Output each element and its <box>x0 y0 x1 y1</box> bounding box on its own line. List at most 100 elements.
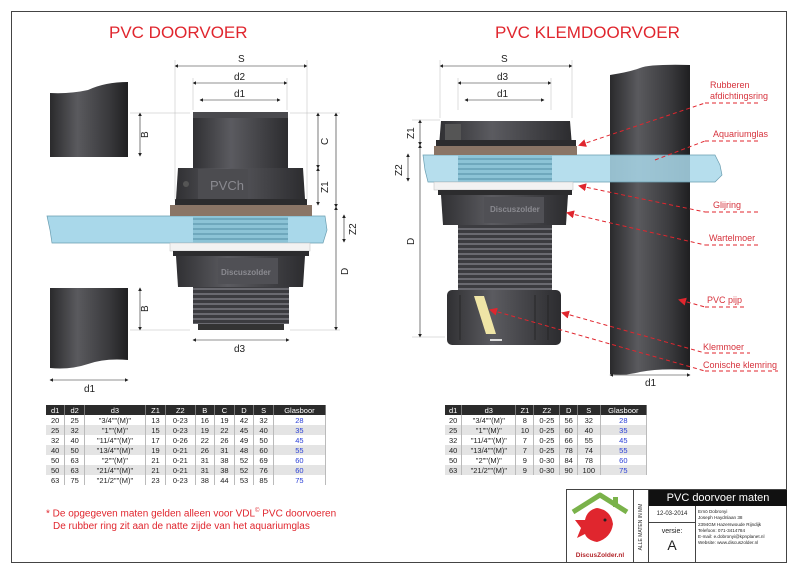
dim-d1-right: d1 <box>497 89 509 100</box>
table-cell: 60 <box>253 445 274 455</box>
table-cell: 19 <box>214 415 235 425</box>
fitting-text-left: Discuszolder <box>221 268 271 277</box>
col-header: d3 <box>84 405 146 415</box>
table-cell: 50 <box>64 445 85 455</box>
glasboor-cell: 55 <box>600 445 648 455</box>
dim-d: D <box>340 268 351 275</box>
callout-aquariumglas: Aquariumglas <box>713 129 769 139</box>
drawing-frame <box>11 11 787 563</box>
glasboor-cell: 75 <box>600 465 648 475</box>
table-cell: 75 <box>64 475 85 485</box>
title-block: DiscusZolder.nl ALLE MATEN IN MM PVC doo… <box>566 489 787 563</box>
table-cell: 85 <box>253 475 274 485</box>
table-cell: 7 <box>515 445 535 455</box>
address-line: Ernö Dobronyi <box>698 509 728 514</box>
col-header: D <box>234 405 255 415</box>
logo-text: DiscusZolder.nl <box>575 552 625 559</box>
table-cell: "2""(M)" <box>84 455 146 465</box>
col-header: C <box>214 405 235 415</box>
table-cell: "13/4""(M)" <box>461 445 517 455</box>
version-label: versie: <box>661 528 683 535</box>
table-cell: 0-23 <box>165 415 196 425</box>
dim-d1-pipe-right: d1 <box>645 378 657 389</box>
table-cell: 0-21 <box>165 445 196 455</box>
table-cell: "3/4""(M)" <box>461 415 517 425</box>
table-cell: 69 <box>253 455 274 465</box>
table-cell: "13/4""(M)" <box>84 445 146 455</box>
table-cell: "3/4""(M)" <box>84 415 146 425</box>
table-cell: "1""(M)" <box>461 425 517 435</box>
table-cell: 49 <box>234 435 255 445</box>
table-cell: 32 <box>64 425 85 435</box>
table-cell: 78 <box>577 455 601 465</box>
table-cell: 38 <box>195 475 216 485</box>
table-cell: 0-30 <box>533 465 561 475</box>
table-cell: 90 <box>559 465 578 475</box>
right-klemdoorvoer-drawing: Discuszolder S <box>394 54 778 389</box>
table-cell: "21/2""(M)" <box>84 475 146 485</box>
table-cell: 25 <box>64 415 85 425</box>
table-cell: 31 <box>195 465 216 475</box>
table-cell: 56 <box>559 415 578 425</box>
technical-drawing: PVCh Discuszolder <box>46 54 778 395</box>
dim-z1: Z1 <box>320 181 331 193</box>
glasboor-cell: 55 <box>273 445 327 455</box>
col-header: d2 <box>64 405 85 415</box>
table-cell: 31 <box>214 445 235 455</box>
table-cell: 0-30 <box>533 455 561 465</box>
table-header-row: d1 d2 d3 Z1 Z2 B C D S Glasboor <box>46 405 327 415</box>
table-cell: 7 <box>515 435 535 445</box>
table-cell: 40 <box>445 445 463 455</box>
table-cell: 40 <box>577 425 601 435</box>
callout-klemmoer: Klemmoer <box>703 342 744 352</box>
glasboor-cell: 28 <box>273 415 327 425</box>
dim-b-bottom: B <box>140 305 151 312</box>
table-cell: 53 <box>234 475 255 485</box>
address-line: E-mail: e.dobronyi@kpnplanet.nl <box>698 534 765 540</box>
dim-z1-right: Z1 <box>406 127 417 139</box>
fitting-text-right: Discuszolder <box>490 205 540 214</box>
logo: DiscusZolder.nl <box>567 490 634 563</box>
table-cell: 32 <box>46 435 66 445</box>
pipe-vertical <box>610 64 690 375</box>
table-cell: 25 <box>445 425 463 435</box>
table-cell: 50 <box>46 465 66 475</box>
col-header: d1 <box>46 405 66 415</box>
glasboor-cell: 60 <box>600 455 648 465</box>
table-cell: 32 <box>253 415 274 425</box>
sheet-title: PVC doorvoer maten <box>649 490 787 506</box>
table-cell: 0-23 <box>165 425 196 435</box>
table-cell: 100 <box>577 465 601 475</box>
table-cell: 22 <box>214 425 235 435</box>
table-cell: 0-25 <box>533 445 561 455</box>
table-cell: 0-21 <box>165 455 196 465</box>
col-header: D <box>559 405 578 415</box>
table-cell: "1""(M)" <box>84 425 146 435</box>
dim-d1: d1 <box>234 89 246 100</box>
glasboor-cell: 35 <box>273 425 327 435</box>
table-cell: "11/4""(M)" <box>461 435 517 445</box>
table-cell: "11/4""(M)" <box>84 435 146 445</box>
footnote-line-1: * De opgegeven maten gelden alleen voor … <box>46 508 337 520</box>
table-cell: 52 <box>234 455 255 465</box>
units-note: ALLE MATEN IN MM <box>633 490 649 563</box>
table-cell: 84 <box>559 455 578 465</box>
table-cell: 63 <box>64 455 85 465</box>
table-cell: 19 <box>195 425 216 435</box>
table-cell: 17 <box>145 435 167 445</box>
table-cell: 50 <box>445 455 463 465</box>
dim-d3-right: d3 <box>497 72 509 83</box>
col-header: Z2 <box>533 405 561 415</box>
table-cell: 48 <box>234 445 255 455</box>
pipe-top <box>50 82 128 157</box>
table-cell: 63 <box>64 465 85 475</box>
table-cell: 74 <box>577 445 601 455</box>
table-cell: 20 <box>46 415 66 425</box>
table-header-row: d1 d3 Z1 Z2 D S Glasboor <box>445 405 648 415</box>
